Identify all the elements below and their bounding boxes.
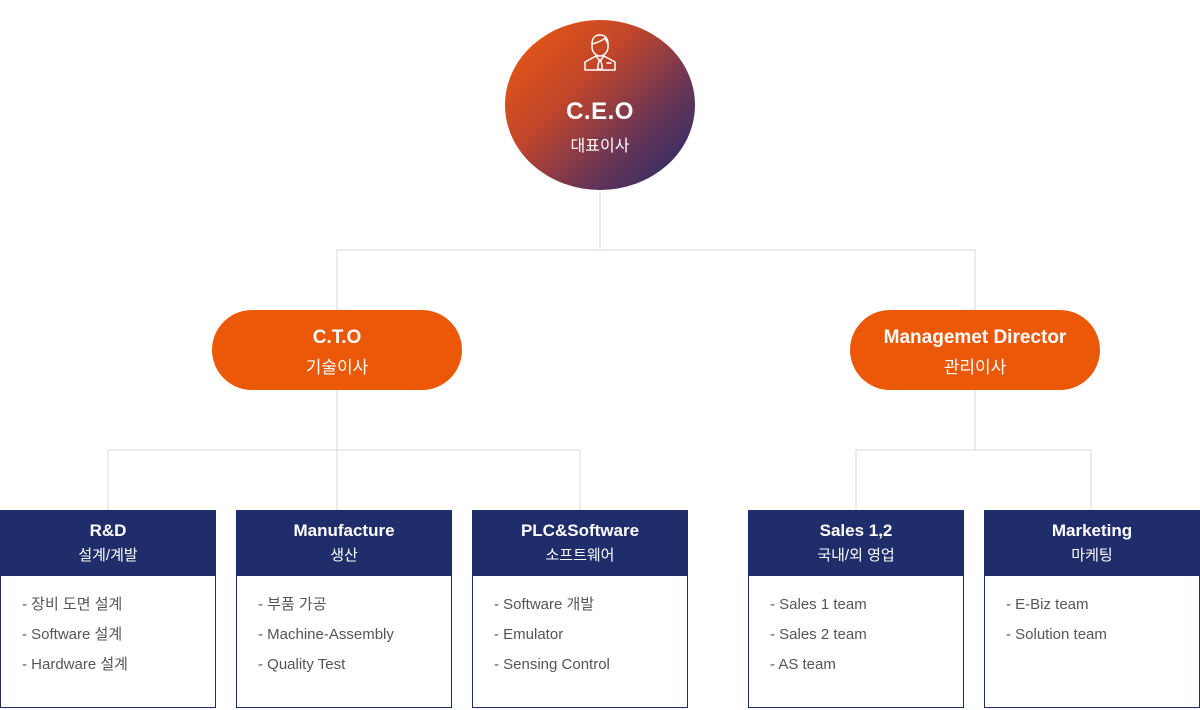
dept-body: - E-Biz team - Solution team [984,576,1200,708]
dept-body: - 부품 가공 - Machine-Assembly - Quality Tes… [236,576,452,708]
dept-manufacture: Manufacture 생산 - 부품 가공 - Machine-Assembl… [236,510,452,710]
dept-name: PLC&Software [520,521,640,540]
ceo-title: C.E.O [566,98,634,125]
dept-korean-name: 생산 [330,547,358,564]
ceo-subtitle: 대표이사 [570,138,630,155]
dept-item: - Software 설계 [22,626,123,643]
cto-title: C.T.O [312,327,362,348]
dept-item: - Solution team [1006,626,1107,643]
management-director-subtitle: 관리이사 [943,358,1007,377]
dept-header: R&D 설계/계발 [0,510,216,576]
dept-name: Marketing [1051,521,1133,540]
management-director-node: Managemet Director 관리이사 [850,310,1100,390]
dept-header: Marketing 마케팅 [984,510,1200,576]
dept-marketing: Marketing 마케팅 - E-Biz team - Solution te… [984,510,1200,710]
dept-item: - Hardware 설계 [22,656,128,673]
dept-korean-name: 국내/외 영업 [817,547,895,564]
dept-plc-software: PLC&Software 소프트웨어 - Software 개발 - Emula… [472,510,688,710]
dept-header: Sales 1,2 국내/외 영업 [748,510,964,576]
cto-subtitle: 기술이사 [305,358,369,377]
dept-item: - E-Biz team [1006,596,1089,613]
management-director-title: Managemet Director [883,327,1067,348]
dept-item: - 장비 도면 설계 [22,596,123,613]
dept-sales: Sales 1,2 국내/외 영업 - Sales 1 team - Sales… [748,510,964,710]
dept-name: Sales 1,2 [819,521,893,540]
dept-body: - Sales 1 team - Sales 2 team - AS team [748,576,964,708]
cto-node: C.T.O 기술이사 [212,310,462,390]
dept-name: Manufacture [293,521,395,540]
dept-header: Manufacture 생산 [236,510,452,576]
dept-item: - AS team [770,656,836,673]
dept-item: - Sensing Control [494,656,610,673]
dept-korean-name: 마케팅 [1071,547,1113,564]
dept-rnd: R&D 설계/계발 - 장비 도면 설계 - Software 설계 - Har… [0,510,216,710]
dept-header: PLC&Software 소프트웨어 [472,510,688,576]
dept-item: - Emulator [494,626,564,643]
businessman-icon [584,34,616,71]
dept-body: - Software 개발 - Emulator - Sensing Contr… [472,576,688,708]
dept-item: - 부품 가공 [258,596,327,613]
dept-item: - Quality Test [258,656,346,673]
dept-korean-name: 설계/계발 [78,547,138,564]
dept-korean-name: 소프트웨어 [545,547,615,564]
dept-item: - Software 개발 [494,596,595,613]
dept-item: - Machine-Assembly [258,626,394,643]
dept-body: - 장비 도면 설계 - Software 설계 - Hardware 설계 [0,576,216,708]
ceo-node: C.E.O 대표이사 [505,20,695,190]
dept-name: R&D [89,521,127,540]
dept-item: - Sales 2 team [770,626,867,643]
dept-item: - Sales 1 team [770,596,867,613]
